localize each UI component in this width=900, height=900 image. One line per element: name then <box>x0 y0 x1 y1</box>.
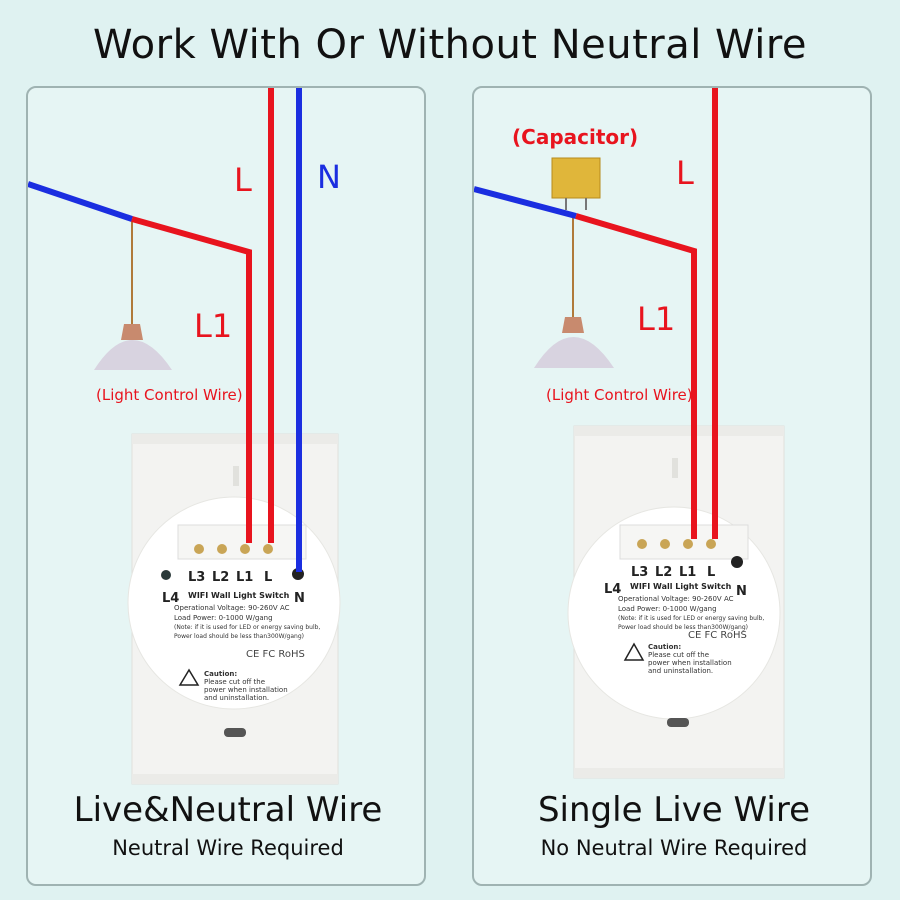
l1-wire <box>575 213 697 539</box>
terminal-l3: L3 <box>188 570 206 585</box>
panel-subheading: No Neutral Wire Required <box>540 836 808 860</box>
caution-line-3: and uninstallation. <box>648 667 714 675</box>
wire-label-l: L <box>234 161 252 199</box>
page-title: Work With Or Without Neutral Wire <box>92 22 808 68</box>
switch-note-1: (Note: if it is used for LED or energy s… <box>174 624 321 631</box>
terminal-l1: L1 <box>236 570 254 585</box>
caution-line-1: Please cut off the <box>648 651 710 659</box>
panel-single-live: (Capacitor) L L1 (Light Control Wire) L3… <box>472 86 872 886</box>
neutral-to-lamp-wire <box>474 186 577 219</box>
wire-label-l1: L1 <box>637 300 676 338</box>
caution-line-2: power when installation <box>648 659 732 667</box>
l1-wire <box>131 216 252 543</box>
switch-load: Load Power: 0-1000 W/gang <box>174 614 273 622</box>
panel-heading: Live&Neutral Wire <box>73 790 383 830</box>
switch-load: Load Power: 0-1000 W/gang <box>618 605 717 613</box>
wiring-diagram-right <box>474 88 785 779</box>
cert-marks: CE FC RoHS <box>246 649 305 660</box>
wiring-diagram-left <box>28 88 341 785</box>
panel-live-neutral: L N L1 (Light Control Wire) L3 L2 L1 L L… <box>26 86 426 886</box>
wire-label-l1: L1 <box>194 307 233 345</box>
caution-title: Caution: <box>648 643 682 651</box>
caution-line-1: Please cut off the <box>204 678 266 686</box>
caution-title: Caution: <box>204 670 238 678</box>
capacitor-label: (Capacitor) <box>512 125 639 149</box>
terminal-l2: L2 <box>655 565 673 580</box>
caution-line-2: power when installation <box>204 686 288 694</box>
terminal-l2: L2 <box>212 570 230 585</box>
capacitor <box>551 157 601 199</box>
caution-line-3: and uninstallation. <box>204 694 270 702</box>
neutral-to-lamp-wire <box>28 181 133 222</box>
terminal-l1: L1 <box>679 565 697 580</box>
wire-label-n: N <box>317 158 341 196</box>
terminal-l4: L4 <box>162 591 180 606</box>
wire-label-l: L <box>676 154 694 192</box>
terminal-n: N <box>736 584 747 599</box>
cert-marks: CE FC RoHS <box>688 630 747 641</box>
switch-model: WIFI Wall Light Switch <box>630 582 732 591</box>
terminal-l: L <box>707 565 716 580</box>
terminal-l4: L4 <box>604 582 622 597</box>
terminal-l3: L3 <box>631 565 649 580</box>
switch-voltage: Operational Voltage: 90-260V AC <box>618 595 734 603</box>
light-control-note: (Light Control Wire) <box>96 386 243 404</box>
terminal-n: N <box>294 591 305 606</box>
switch-voltage: Operational Voltage: 90-260V AC <box>174 604 290 612</box>
light-control-note: (Light Control Wire) <box>546 386 693 404</box>
switch-model: WIFI Wall Light Switch <box>188 591 290 600</box>
terminal-l: L <box>264 570 273 585</box>
panel-subheading: Neutral Wire Required <box>112 836 344 860</box>
switch-note-2: Power load should be less than300W/gang) <box>174 633 304 640</box>
switch-note-2: Power load should be less than300W/gang) <box>618 624 748 631</box>
panel-heading: Single Live Wire <box>537 790 811 830</box>
switch-note-1: (Note: if it is used for LED or energy s… <box>618 615 765 622</box>
